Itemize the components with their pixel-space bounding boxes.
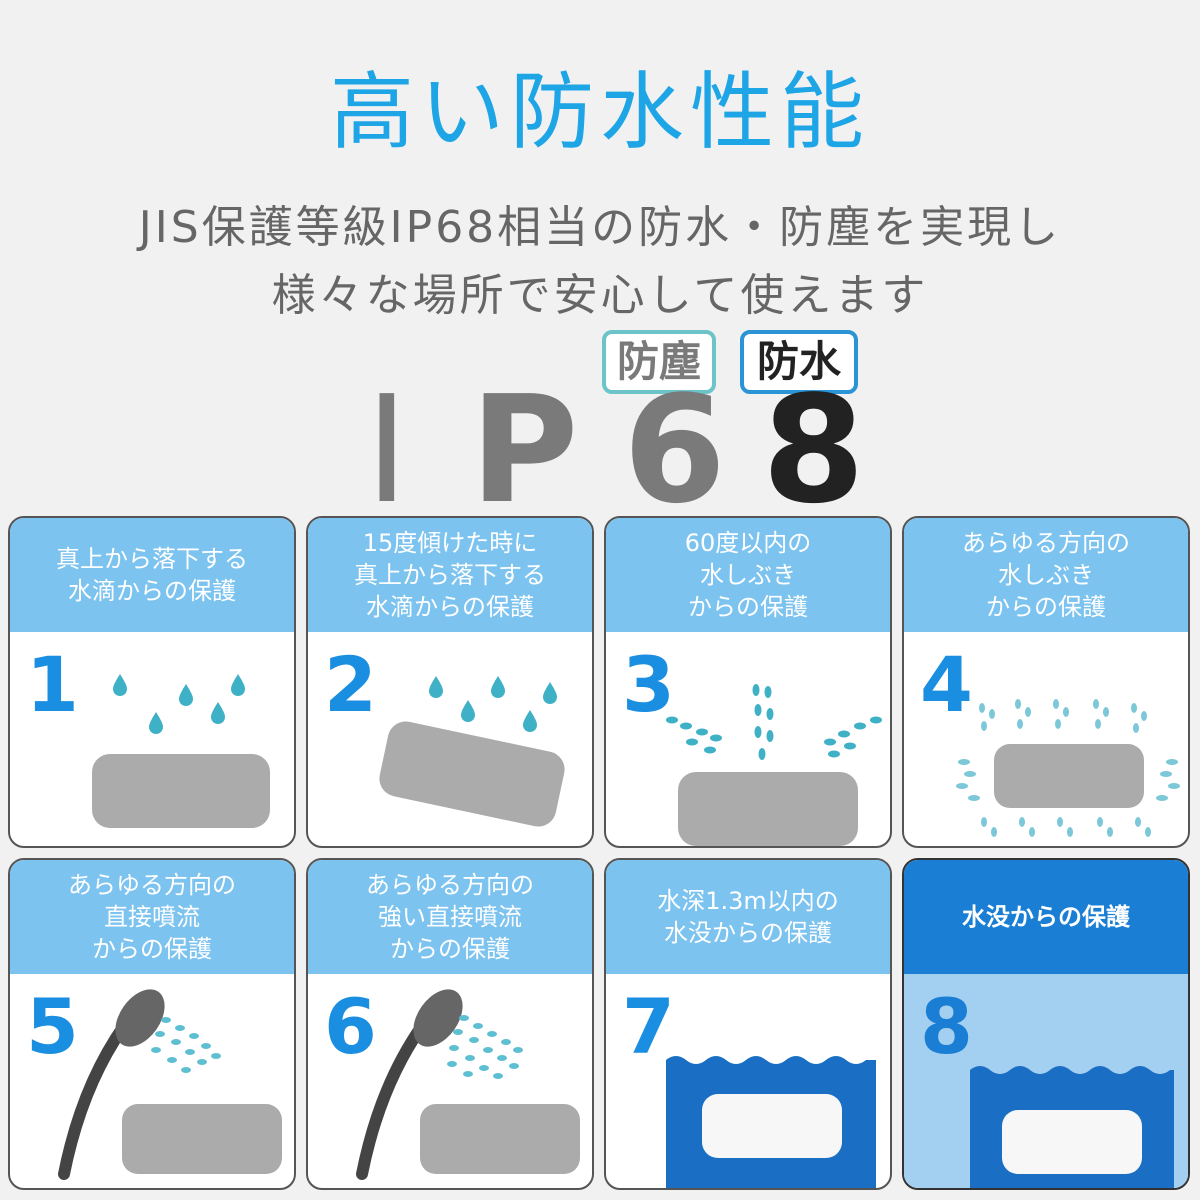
level-card-2-description: 15度傾けた時に 真上から落下する 水滴からの保護 [308, 518, 592, 632]
immersion-illustration [666, 1056, 876, 1188]
subtitle-line-2: 様々な場所で安心して使えます [271, 270, 929, 321]
device-icon [702, 1094, 842, 1158]
level-card-2-body: 2 [308, 632, 592, 846]
level-card-4-description: あらゆる方向の 水しぶき からの保護 [904, 518, 1188, 632]
submersion-illustration [970, 1066, 1174, 1188]
level-card-3-description: 60度以内の 水しぶき からの保護 [606, 518, 890, 632]
device-icon [678, 772, 858, 846]
spray-60-illustration [666, 684, 882, 846]
device-icon [994, 744, 1144, 808]
ip-digit-6: 6 [623, 364, 726, 536]
shower-head-icon [115, 989, 165, 1047]
device-icon [122, 1104, 282, 1174]
level-card-6-body: 6 [308, 974, 592, 1188]
device-icon [379, 721, 565, 827]
level-number-7: 7 [622, 982, 675, 1071]
level-card-3-body: 3 [606, 632, 890, 846]
water-spray-icons [666, 684, 882, 760]
level-card-8: 水没からの保護 8 [902, 858, 1190, 1190]
level-card-1-body: 1 [10, 632, 294, 846]
waterproof-badge: 防水 [740, 330, 858, 394]
tilted-drip-illustration [379, 676, 565, 827]
level-card-7-body: 7 [606, 974, 890, 1188]
water-spray-icons [447, 1015, 523, 1079]
level-card-2: 15度傾けた時に 真上から落下する 水滴からの保護 2 [306, 516, 594, 848]
level-card-4: あらゆる方向の 水しぶき からの保護 4 [902, 516, 1190, 848]
dustproof-badge: 防塵 [602, 330, 716, 394]
level-card-3: 60度以内の 水しぶき からの保護 3 [604, 516, 892, 848]
shower-head-icon [413, 989, 463, 1047]
hose-icon [58, 1020, 130, 1180]
level-card-6: あらゆる方向の 強い直接噴流 からの保護 6 [306, 858, 594, 1190]
vertical-drip-illustration [92, 674, 270, 828]
ip-digit-8: 8 [762, 364, 865, 536]
device-icon [420, 1104, 580, 1174]
level-card-7-description: 水深1.3m以内の 水没からの保護 [606, 860, 890, 974]
level-number-6: 6 [324, 982, 377, 1071]
water-spray-icons [151, 1017, 221, 1073]
level-card-8-body: 8 [904, 974, 1188, 1188]
level-card-5: あらゆる方向の 直接噴流 からの保護 5 [8, 858, 296, 1190]
jet-illustration [58, 989, 282, 1180]
level-number-3: 3 [622, 640, 675, 729]
level-number-1: 1 [26, 640, 79, 729]
level-card-7: 水深1.3m以内の 水没からの保護 7 [604, 858, 892, 1190]
ip-letter-i: I [365, 364, 409, 536]
device-icon [92, 754, 270, 828]
level-card-5-description: あらゆる方向の 直接噴流 からの保護 [10, 860, 294, 974]
ip-letter-p: P [470, 364, 579, 536]
subtitle-line-1: JIS保護等級IP68相当の防水・防塵を実現し [138, 202, 1062, 253]
hose-icon [356, 1020, 428, 1180]
level-number-8: 8 [920, 982, 973, 1071]
level-number-4: 4 [920, 640, 973, 729]
strong-jet-illustration [356, 989, 580, 1180]
level-number-5: 5 [26, 982, 79, 1071]
level-card-1: 真上から落下する 水滴からの保護 1 [8, 516, 296, 848]
device-icon [1002, 1110, 1142, 1174]
water-drop-icons [113, 674, 245, 734]
level-card-6-description: あらゆる方向の 強い直接噴流 からの保護 [308, 860, 592, 974]
level-card-1-description: 真上から落下する 水滴からの保護 [10, 518, 294, 632]
page-title: 高い防水性能 [329, 63, 870, 161]
water-spray-icons [956, 699, 1180, 837]
water-drop-icons [429, 676, 557, 732]
level-card-4-body: 4 [904, 632, 1188, 846]
level-card-5-body: 5 [10, 974, 294, 1188]
level-card-8-description: 水没からの保護 [904, 860, 1188, 974]
level-number-2: 2 [324, 640, 377, 729]
spray-all-directions-illustration [956, 699, 1180, 837]
